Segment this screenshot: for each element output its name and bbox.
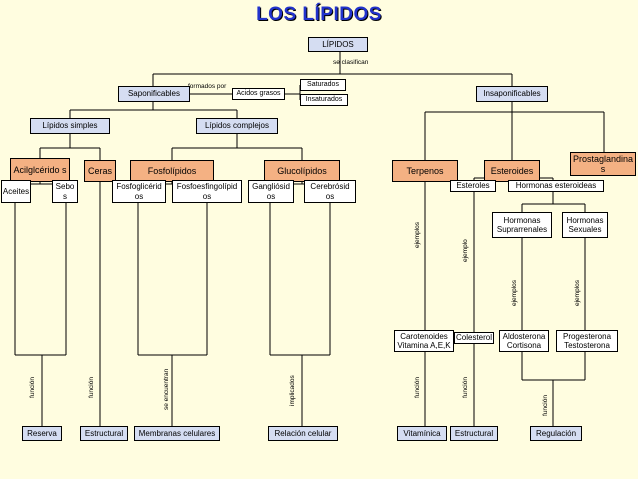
node-membranas-celulares: Membranas celulares [134, 426, 220, 441]
label-funcion-vitaminica: función [414, 377, 421, 398]
node-saponificables: Saponificables [118, 86, 190, 102]
page-title: LOS LÍPIDOS [256, 4, 382, 25]
label-ejemplos-terpenos: ejemplos [414, 221, 421, 248]
node-esteroles: Esteroles [450, 180, 496, 192]
label-se-clasifican: se clasifican [333, 59, 369, 66]
node-sebos: Sebo s [52, 180, 78, 203]
node-hormonas-suprarrenales: Hormonas Suprarrenales [492, 212, 552, 238]
node-relacion-celular: Relación celular [268, 426, 338, 441]
node-lipidos-complejos: Lípidos complejos [196, 118, 278, 134]
node-saturados: Saturados [300, 79, 346, 91]
node-colesterol: Colesterol [454, 332, 494, 344]
node-insaponificables: Insaponificables [476, 86, 548, 102]
node-fosfolipidos: Fosfolípidos [130, 160, 214, 182]
node-regulacion: Regulación [530, 426, 582, 441]
node-lipidos-simples: Lípidos simples [30, 118, 110, 134]
label-funcion-regulacion: función [542, 395, 549, 416]
node-ceras: Ceras [84, 160, 116, 182]
node-esteroides: Esteroides [484, 160, 540, 182]
label-implicados: implicados [289, 375, 296, 406]
node-fosfogliceridos: Fosfoglicérid os [112, 180, 166, 203]
label-ejemplos-sexuales: ejemplos [574, 279, 581, 306]
node-cerebrosidos: Cerebrósid os [304, 180, 356, 203]
label-funcion-colesterol: función [462, 377, 469, 398]
label-se-encuentran: se encuentran [163, 368, 170, 410]
label-ejemplo-esteroles: ejemplo [462, 239, 469, 262]
node-aceites: Aceites [1, 180, 31, 203]
node-carotenoides: Carotenoides Vitamina A,E,K [394, 330, 454, 352]
label-funcion-estructural: función [88, 377, 95, 398]
node-estructural-2: Estructural [450, 426, 498, 441]
node-lipidos: LÍPIDOS [308, 37, 368, 52]
node-fosfoesfingolipidos: Fosfoesfingolípid os [172, 180, 242, 203]
node-progesterona: Progesterona Testosterona [556, 330, 618, 352]
node-acidos-grasos: Acidos grasos [232, 88, 285, 100]
node-insaturados: Insaturados [300, 94, 348, 106]
node-terpenos: Terpenos [392, 160, 458, 182]
node-glucolipidos: Glucolípidos [264, 160, 340, 182]
node-gangliosidos: Gangliósid os [248, 180, 294, 203]
node-estructural-1: Estructural [80, 426, 128, 441]
node-vitaminica: Vitamínica [397, 426, 447, 441]
node-reserva: Reserva [22, 426, 62, 441]
node-prostaglandinas: Prostaglandina s [570, 152, 636, 176]
node-hormonas-esteroideas: Hormonas esteroideas [508, 180, 604, 192]
label-formados-por: formados por [188, 83, 227, 90]
node-aldosterona: Aldosterona Cortisona [499, 330, 549, 352]
label-ejemplos-suprarrenales: ejemplos [511, 279, 518, 306]
label-funcion-reserva: función [29, 377, 36, 398]
node-hormonas-sexuales: Hormonas Sexuales [562, 212, 608, 238]
node-acilgliceridos: Acilglcérido s [10, 158, 70, 182]
